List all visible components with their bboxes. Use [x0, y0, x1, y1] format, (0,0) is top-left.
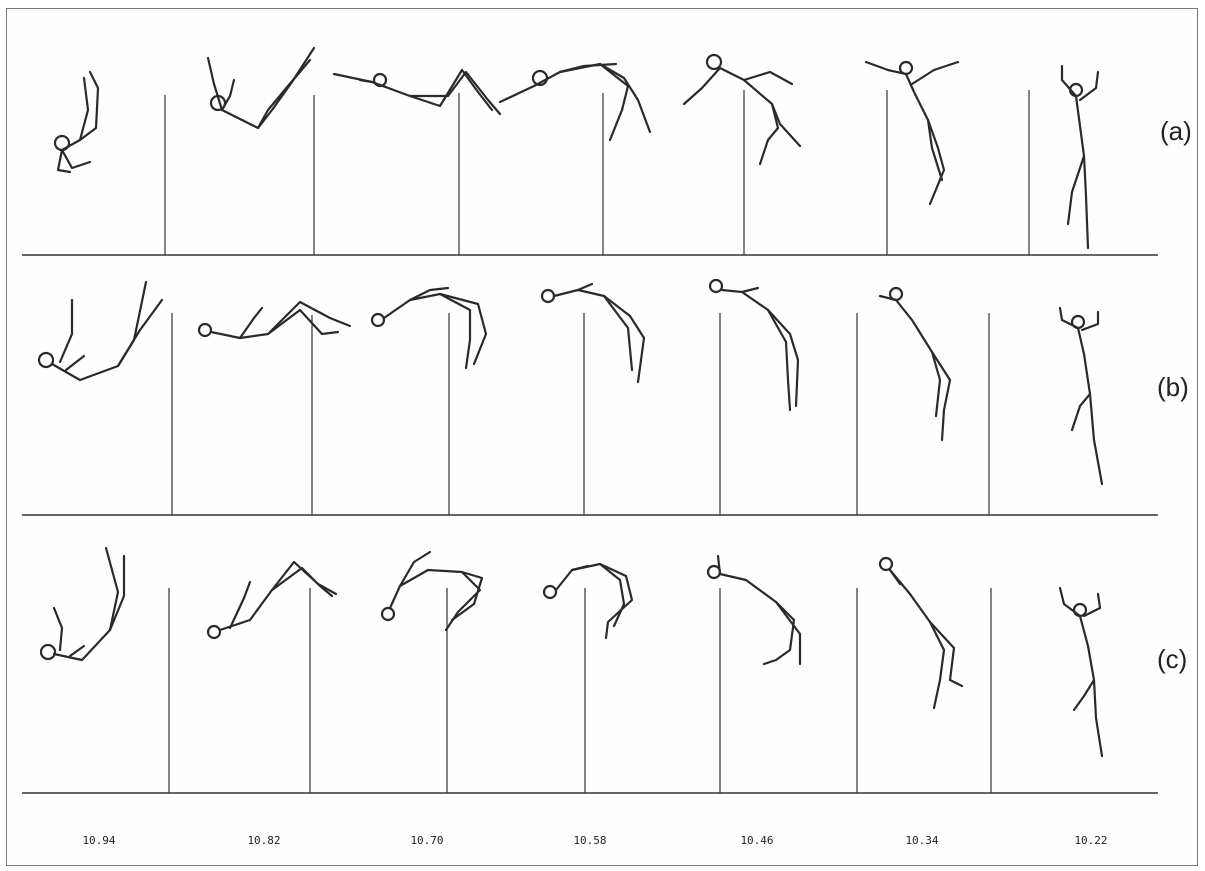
- jumper-c-7: [1060, 588, 1102, 756]
- jumper-c-6: [880, 558, 962, 708]
- jumper-a-3: [334, 70, 500, 114]
- jumper-c-1: [41, 548, 124, 660]
- time-label-6: 10.34: [905, 834, 938, 847]
- jumper-c-3: [382, 552, 482, 630]
- jumper-c-5: [708, 556, 800, 664]
- jumper-a-1: [55, 72, 98, 172]
- row-label-b: (b): [1157, 372, 1189, 402]
- jumper-a-5: [684, 55, 800, 164]
- time-label-3: 10.70: [410, 834, 443, 847]
- time-label-1: 10.94: [82, 834, 115, 847]
- jumper-a-2: [208, 48, 314, 128]
- time-label-5: 10.46: [740, 834, 773, 847]
- jumper-c-2: [208, 562, 336, 638]
- time-label-7: 10.22: [1074, 834, 1107, 847]
- time-label-4: 10.58: [573, 834, 606, 847]
- jumper-b-1: [39, 282, 162, 380]
- jumper-c-4: [544, 564, 632, 638]
- jumper-b-4: [542, 284, 644, 382]
- row-label-a: (a): [1160, 116, 1192, 146]
- jumper-b-2: [199, 302, 350, 338]
- row-label-c: (c): [1157, 644, 1187, 674]
- jumper-a-7: [1062, 66, 1098, 248]
- jumper-a-4: [500, 64, 650, 140]
- jumper-b-7: [1060, 308, 1102, 484]
- time-label-2: 10.82: [247, 834, 280, 847]
- jumper-b-3: [372, 288, 486, 368]
- jumper-a-6: [866, 62, 958, 204]
- jumper-b-5: [710, 280, 798, 410]
- jumper-b-6: [880, 288, 950, 440]
